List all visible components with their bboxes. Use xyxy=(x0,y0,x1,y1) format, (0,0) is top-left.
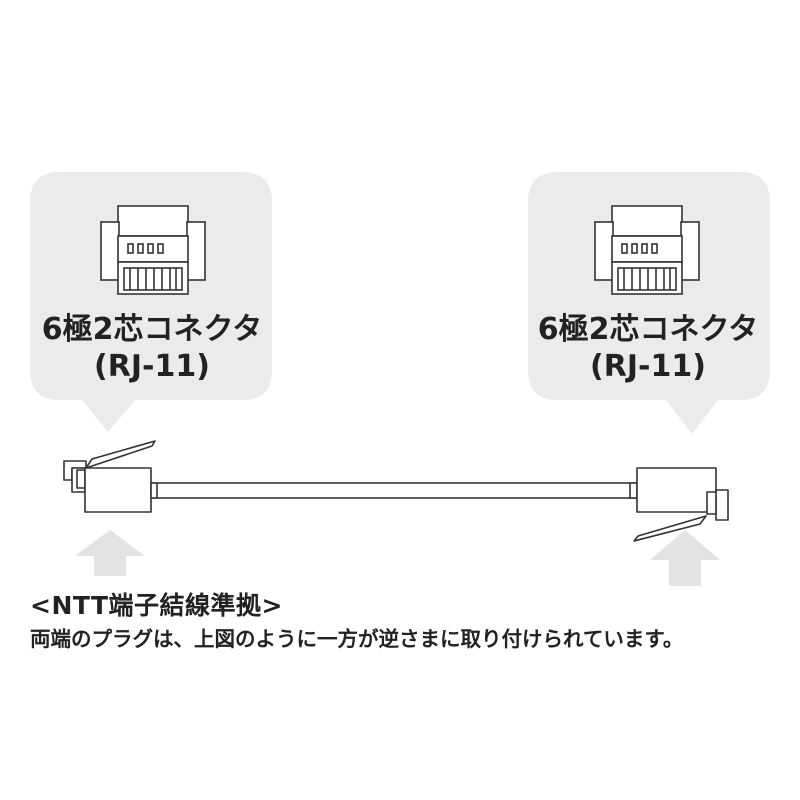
caption-title: <NTT端子結線準拠> xyxy=(30,591,283,620)
left-connector-label-line2: (RJ-11) xyxy=(94,349,210,384)
left-plug xyxy=(63,440,158,513)
rj11-jack-icon xyxy=(100,205,206,295)
cable xyxy=(149,482,637,499)
right-plug xyxy=(629,467,729,542)
right-connector-label-line1: 6極2芯コネクタ xyxy=(538,312,759,347)
up-arrow-icon xyxy=(75,530,145,576)
left-connector-label-line1: 6極2芯コネクタ xyxy=(42,312,263,347)
rj11-jack-icon xyxy=(594,205,700,295)
left-connector-bubble: 6極2芯コネクタ (RJ-11) xyxy=(30,172,272,432)
up-arrow-icon xyxy=(650,530,720,586)
right-connector-bubble: 6極2芯コネクタ (RJ-11) xyxy=(528,172,770,434)
right-connector-label-line2: (RJ-11) xyxy=(590,349,706,384)
caption-note: 両端のプラグは、上図のように一方が逆さまに取り付けられています。 xyxy=(30,627,684,651)
